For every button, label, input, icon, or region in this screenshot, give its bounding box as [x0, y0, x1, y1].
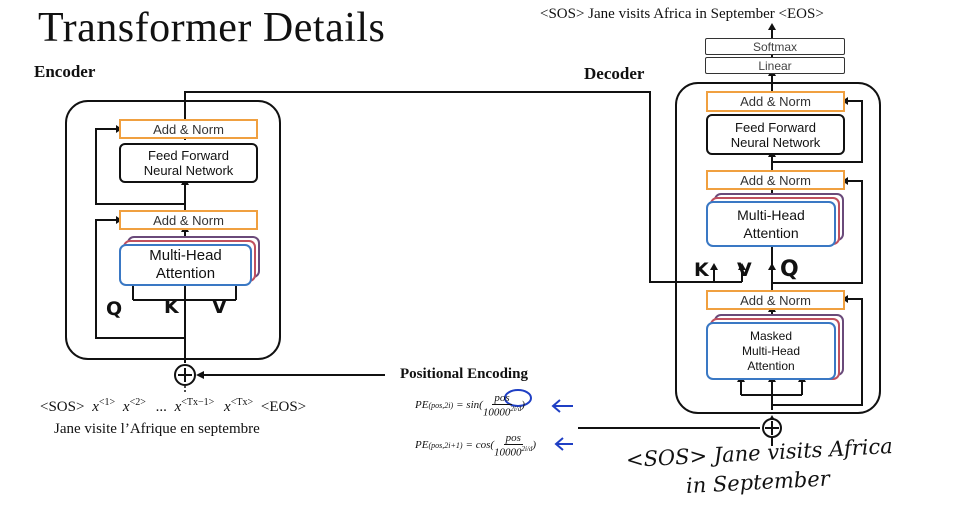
- pe-sin-formula: PE(pos,2i) = sin( pos 100002i/d ): [415, 392, 525, 419]
- page-title: Transformer Details: [38, 5, 386, 51]
- pe-sin-exp-num: 2i: [510, 405, 516, 413]
- token-sos: <SOS>: [40, 399, 85, 415]
- token-x1-sup: <1>: [98, 397, 116, 408]
- token-x2: x: [122, 399, 130, 415]
- decoder-masked-mha: Masked Multi-Head Attention: [706, 322, 836, 380]
- decoder-mha-line1: Multi-Head: [737, 207, 805, 223]
- decoder-softmax: Softmax: [705, 38, 845, 55]
- decoder-add-norm-3: Add & Norm: [706, 91, 845, 112]
- encoder-mha-line1: Multi-Head: [149, 247, 222, 264]
- decoder-q-label: Q: [780, 257, 799, 282]
- enc-to-dec-line: [184, 91, 715, 283]
- enc-residual-1: [95, 219, 185, 339]
- token-xtm1: x: [174, 399, 182, 415]
- enc-residual-2: [95, 128, 185, 205]
- masked-mha-line2: Multi-Head: [741, 343, 801, 358]
- pe-sin-fraction: pos 100002i/d: [482, 392, 522, 419]
- pe-cos-exp-den: d: [528, 445, 533, 453]
- pe-cos-close: ): [532, 439, 537, 452]
- encoder-q-label: Q: [106, 298, 123, 320]
- decoder-ffn-line1: Feed Forward: [735, 119, 816, 135]
- decoder-v-label: V: [737, 259, 752, 281]
- annotation-arrows: [504, 389, 573, 451]
- token-x1: x: [92, 399, 99, 415]
- encoder-v-label: V: [212, 296, 227, 318]
- token-xt-sup: <Tx>: [230, 397, 254, 408]
- encoder-add-norm-top: Add & Norm: [119, 119, 258, 139]
- encoder-ffn-line2: Neural Network: [143, 163, 234, 178]
- decoder-add-norm-1: Add & Norm: [706, 290, 845, 310]
- decoder-label: Decoder: [584, 64, 645, 83]
- pe-sin-numerator: pos: [492, 392, 512, 405]
- pe-cos-fraction: pos 100002i/d: [494, 432, 533, 459]
- encoder-ffn-box: Feed Forward Neural Network: [119, 143, 258, 183]
- encoder-multi-head-attention: Multi-Head Attention: [119, 244, 252, 286]
- pe-sin-denominator: 10000: [482, 406, 511, 419]
- masked-mha-line3: Attention: [747, 358, 795, 373]
- pe-cos-sub: (pos,2i+1): [428, 440, 463, 450]
- token-eos: <EOS>: [260, 399, 307, 415]
- token-xt: x: [224, 399, 231, 415]
- decoder-mha-line2: Attention: [743, 225, 799, 241]
- decoder-linear: Linear: [705, 57, 845, 74]
- pe-sin-sub: (pos,2i): [428, 400, 454, 410]
- pe-cos-denominator: 10000: [494, 446, 522, 459]
- pe-sin-lhs: PE: [415, 399, 429, 412]
- pe-sin-close: ): [521, 399, 525, 412]
- french-sentence: Jane visite l’Afrique en septembre: [54, 421, 260, 437]
- encoder-ffn-line1: Feed Forward: [148, 148, 229, 163]
- output-sentence: <SOS> Jane visits Africa in September <E…: [540, 6, 824, 22]
- masked-mha-line1: Masked: [749, 328, 793, 343]
- decoder-add-norm-2: Add & Norm: [706, 170, 845, 190]
- pe-sin-exp-den: d: [517, 405, 522, 413]
- pe-cos-formula: PE(pos,2i+1) = cos( pos 100002i/d ): [415, 432, 536, 459]
- token-ellipsis: ...: [155, 399, 167, 415]
- encoder-container: [65, 100, 281, 360]
- input-tokens: <SOS> x<1> x<2> ... x<Tx−1> x<Tx> <EOS>: [40, 397, 306, 416]
- decoder-ffn-box: Feed Forward Neural Network: [706, 114, 845, 155]
- pe-cos-exp-num: 2i: [521, 445, 527, 453]
- token-xtm1-sup: <Tx−1>: [181, 397, 215, 408]
- pe-cos-lhs: PE: [415, 439, 429, 452]
- decoder-ffn-line2: Neural Network: [730, 134, 821, 150]
- token-x2-sup: <2>: [129, 397, 146, 408]
- encoder-add-norm-bottom: Add & Norm: [119, 210, 258, 230]
- encoder-mha-line2: Attention: [155, 265, 216, 282]
- positional-encoding-label: Positional Encoding: [400, 366, 528, 382]
- encoder-k-label: K: [164, 296, 179, 318]
- encoder-label: Encoder: [34, 62, 96, 81]
- decoder-multi-head-attention: Multi-Head Attention: [706, 201, 836, 247]
- pe-cos-fn: = cos(: [465, 439, 495, 452]
- pe-cos-numerator: pos: [503, 432, 523, 445]
- decoder-container: [675, 82, 881, 414]
- pe-sin-fn: = sin(: [456, 399, 483, 412]
- decoder-k-label: K: [694, 259, 709, 281]
